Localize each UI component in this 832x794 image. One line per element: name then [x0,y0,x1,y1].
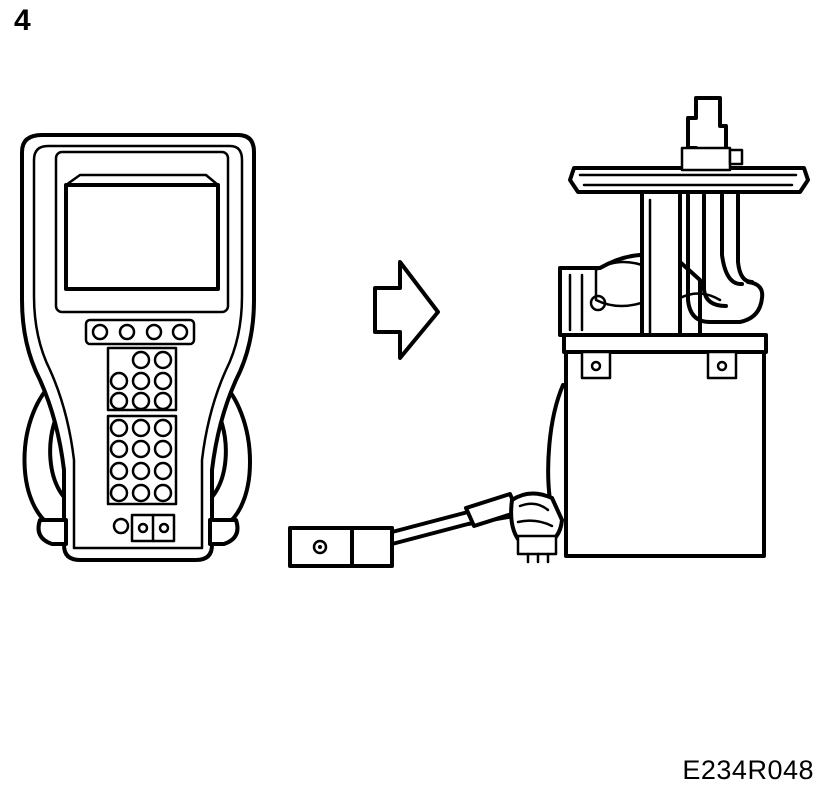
right-arrow-icon [373,260,440,360]
pump-plug [516,534,558,556]
screen-hood [64,173,220,187]
function-key [171,323,189,341]
keypad-lower-block [106,414,178,506]
mounting-tab-left [580,350,612,380]
tool-face [32,144,244,550]
function-key-bar [84,318,196,346]
pump-column [640,190,682,337]
test-connector-icon [288,526,394,568]
reservoir-rim [562,333,768,354]
flange-plate [568,166,810,194]
diagnostic-scan-tool-icon [20,133,256,562]
figure-code: E234R048 [682,755,814,785]
function-key [91,323,109,341]
indicator-light [112,517,130,535]
keypad [106,346,178,506]
step-number: 4 [14,4,31,37]
right-bumper [208,518,240,546]
left-bumper [36,518,68,546]
screen-bezel [54,150,230,314]
test-connector-body [288,526,394,568]
fuel-pump-assembly-icon [390,96,810,564]
function-key [145,323,163,341]
mounting-tab-right [706,350,738,380]
display-screen [64,183,220,291]
function-key [118,323,136,341]
